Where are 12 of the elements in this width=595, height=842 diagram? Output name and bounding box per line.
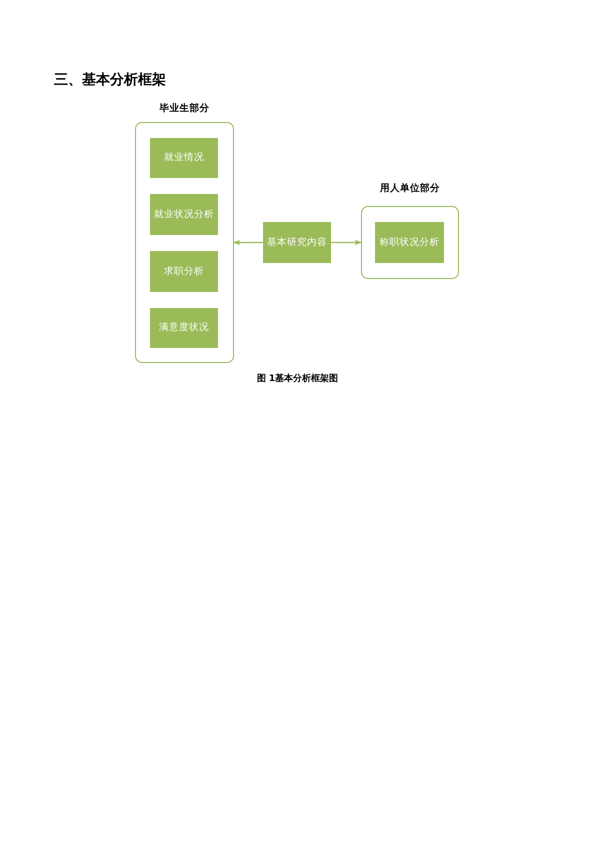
group-heading: 用人单位部分 [380,182,440,196]
group-heading: 毕业生部分 [160,102,210,116]
process-box: 称职状况分析 [375,222,444,263]
process-box: 就业情况 [150,138,218,178]
process-box: 就业状况分析 [150,194,218,235]
section-heading: 三、基本分析框架 [54,71,166,89]
process-box: 求职分析 [150,251,218,292]
process-box: 满意度状况 [150,308,218,348]
arrow [331,240,362,246]
arrow [233,240,263,246]
figure-caption: 图 1基本分析框架图 [256,374,338,384]
process-box: 基本研究内容 [263,222,331,263]
